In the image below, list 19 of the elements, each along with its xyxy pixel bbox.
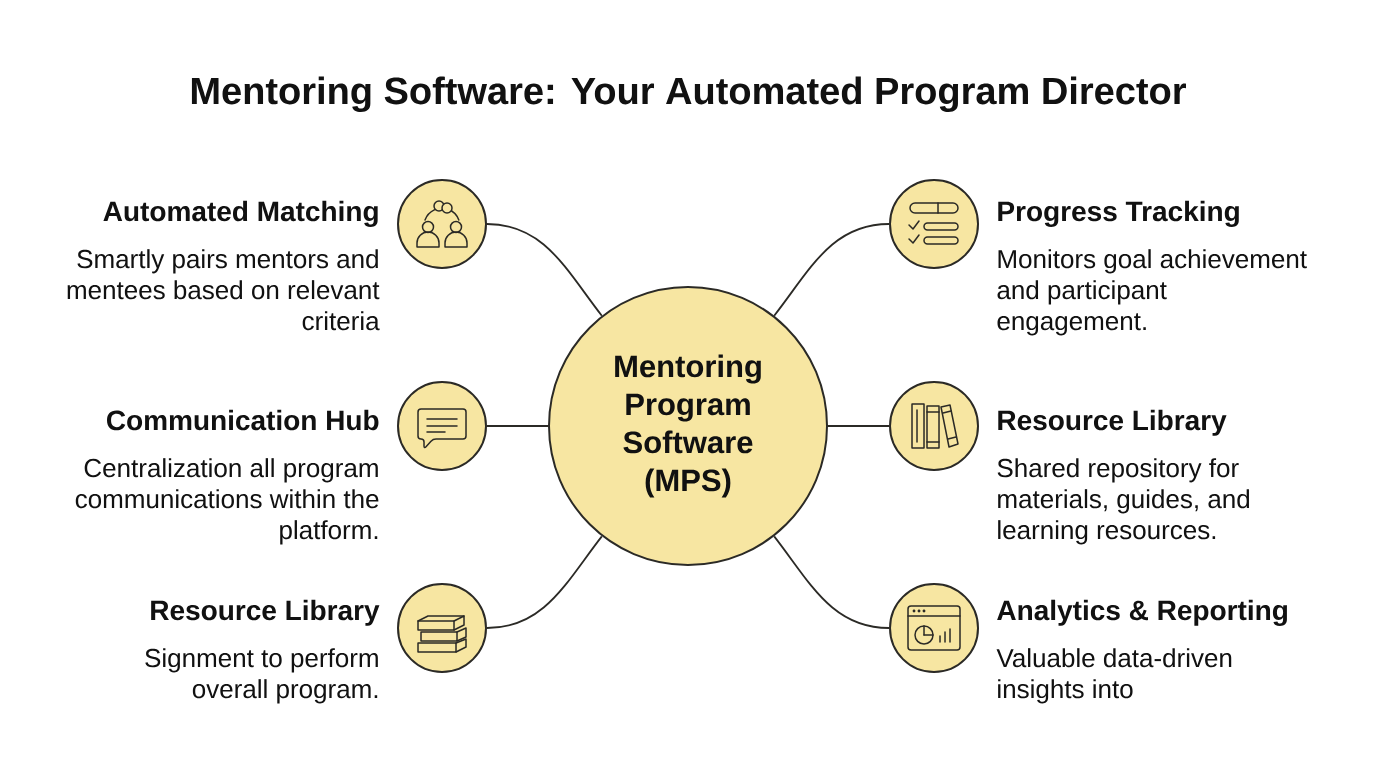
connector	[486, 535, 603, 629]
heading: Automated Matching	[103, 200, 378, 227]
heading: Analytics & Reporting	[997, 599, 1287, 626]
heading: Communication Hub	[107, 409, 379, 431]
heading: Resource Library	[151, 599, 380, 626]
connector	[773, 223, 890, 317]
connector	[773, 535, 890, 629]
heading: Progress Tracking	[998, 200, 1239, 227]
description: Monitors goal achievement and participant engagement.	[997, 249, 1307, 336]
description: Valuable data-driven insights into	[996, 648, 1232, 704]
description: Smartly pairs mentors and mentees based on relevant criteria	[67, 249, 380, 331]
heading: Resource Library	[998, 409, 1227, 436]
connector	[486, 425, 549, 427]
description: Centralization all program communications within the platform.	[75, 458, 379, 545]
description: Shared repository for materials, guides, and learning resources.	[997, 458, 1250, 545]
connector	[486, 223, 603, 317]
description: Signment to perform overall program.	[145, 648, 378, 704]
connector	[827, 425, 890, 427]
title: Mentoring Software: Your Automated Program Director	[191, 76, 1186, 113]
